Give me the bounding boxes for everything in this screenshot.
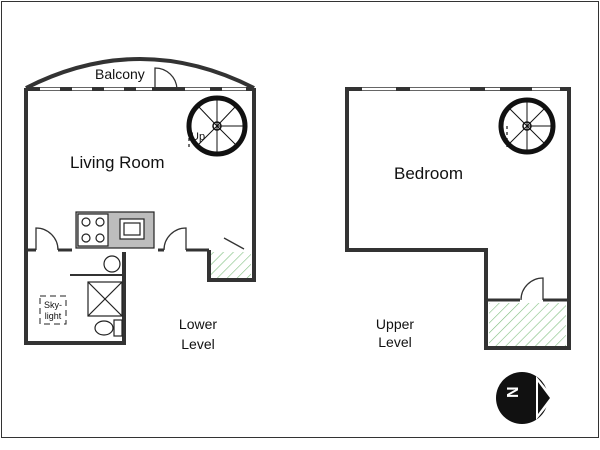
- bath-sink: [103, 255, 121, 273]
- stove: [77, 213, 109, 247]
- lower-closet-hatch: [211, 252, 251, 278]
- lower-door-2: [163, 227, 187, 251]
- compass-letter: N: [505, 386, 522, 398]
- skylight-marker: [39, 295, 67, 325]
- toilet-bowl: [94, 320, 114, 336]
- upper-spiral-stair: [498, 97, 556, 155]
- upper-outer-wall: [345, 87, 571, 350]
- north-compass-icon: N: [496, 372, 554, 424]
- bedroom-label: Bedroom: [394, 164, 463, 183]
- upper-level-label-1: Upper: [376, 316, 414, 332]
- lower-right-wall: [207, 88, 256, 282]
- kitchen-counter: [75, 211, 155, 249]
- balcony-door: [154, 67, 178, 90]
- lower-outer-wall: [24, 88, 126, 345]
- burner: [95, 233, 105, 243]
- upper-closet-door: [520, 277, 544, 301]
- skylight-label-2: light: [45, 311, 62, 321]
- living-room-label: Living Room: [70, 153, 165, 172]
- upper-level-plan: [345, 87, 571, 350]
- burner: [95, 217, 105, 227]
- lower-door-1: [35, 227, 59, 251]
- burner: [81, 217, 91, 227]
- lower-spiral-stair: [186, 95, 248, 157]
- bath-fixtures: [87, 255, 123, 337]
- burner: [81, 233, 91, 243]
- toilet-tank: [113, 319, 123, 337]
- upper-closet-hatch: [489, 303, 566, 346]
- upper-level-label-2: Level: [378, 334, 411, 350]
- stair-up-label: Up: [191, 131, 205, 143]
- closet-door: [223, 237, 245, 250]
- lower-level-label-2: Level: [181, 336, 214, 352]
- lower-level-label-1: Lower: [179, 316, 217, 332]
- lower-level-plan: [24, 57, 256, 345]
- balcony-label: Balcony: [95, 66, 145, 82]
- plan-frame: [1, 1, 599, 438]
- skylight-label-1: Sky-: [44, 300, 62, 310]
- balcony-arc: [25, 57, 255, 90]
